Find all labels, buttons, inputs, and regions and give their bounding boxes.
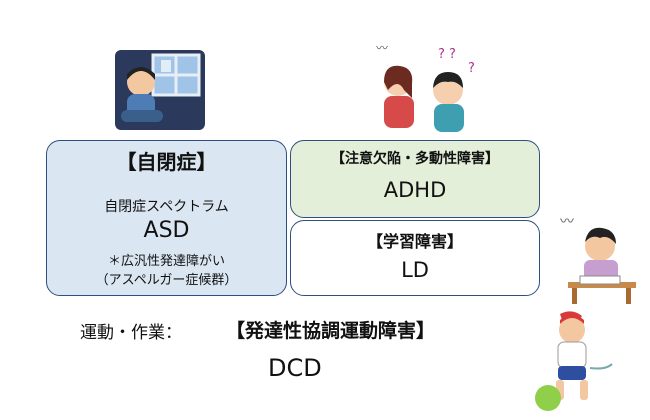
dcd-title: 【発達性協調運動障害】 <box>226 320 436 342</box>
svg-text:?: ? <box>468 61 475 76</box>
ld-box <box>290 220 540 296</box>
stressed-student-at-desk-icon: 〰 <box>560 214 636 304</box>
svg-text:〰: 〰 <box>560 214 574 230</box>
sad-child-at-window-icon <box>115 50 205 130</box>
asd-box <box>46 140 287 296</box>
asd-subtitle: 自閉症スペクトラム <box>104 199 229 215</box>
ld-title: 【学習障害】 <box>366 232 463 251</box>
asd-title: 【自閉症】 <box>116 150 217 174</box>
confused-arguing-children-icon: 〰 ? ? ? <box>376 41 475 132</box>
svg-text:? ?: ? ? <box>438 47 456 62</box>
adhd-abbreviation: ADHD <box>383 178 447 202</box>
asd-note-line2: （アスペルガー症候群） <box>95 273 238 288</box>
svg-text:〰: 〰 <box>376 41 388 55</box>
asd-abbreviation: ASD <box>143 218 190 243</box>
ld-abbreviation: LD <box>401 258 429 282</box>
running-child-with-ball-icon <box>535 311 613 411</box>
dcd-abbreviation: DCD <box>268 354 322 382</box>
asd-note-line1: ＊広汎性発達障がい <box>107 254 225 269</box>
adhd-title: 【注意欠陥・多動性障害】 <box>331 151 499 167</box>
dcd-prefix: 運動・作業： <box>80 323 182 343</box>
adhd-box <box>290 140 540 218</box>
